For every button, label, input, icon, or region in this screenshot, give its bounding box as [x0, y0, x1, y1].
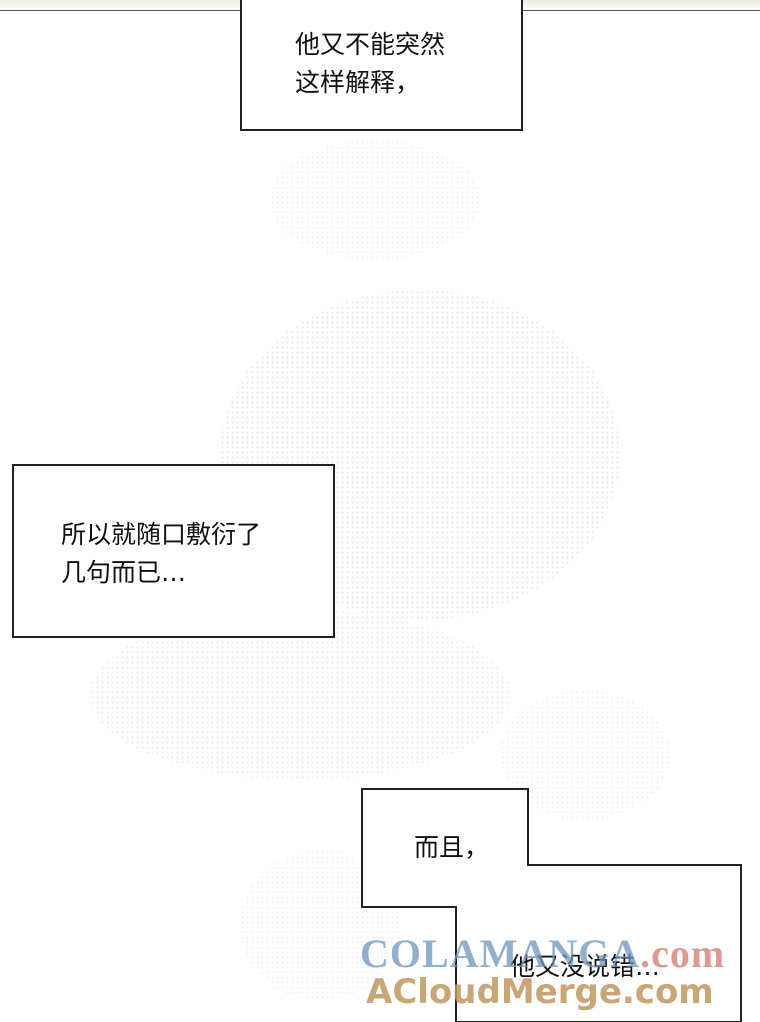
narration-text: 几句而已… [61, 558, 187, 587]
watermark-colamanga: COLAMANGA.com [360, 930, 760, 977]
screentone-texture [270, 140, 480, 260]
previous-panel-edge-right [522, 0, 760, 11]
narration-box-3 [361, 788, 742, 1022]
narration-box-2: 所以就随口敷衍了 几句而已… [12, 464, 335, 638]
watermark-text: COLAMANGA [360, 931, 641, 976]
screentone-texture [90, 610, 510, 780]
narration-text: 他又没说错… [510, 952, 661, 981]
watermark-text: .com [640, 931, 726, 976]
previous-panel-edge-left [0, 0, 240, 11]
watermark-acloudmerge: ACloudMerge.com [366, 972, 714, 1012]
narration-text: 这样解释， [295, 68, 421, 97]
narration-box-1: 他又不能突然 这样解释， [240, 0, 523, 131]
narration-text: 所以就随口敷衍了 [61, 520, 262, 549]
narration-text: 他又不能突然 [295, 30, 446, 59]
narration-text: 而且， [414, 833, 490, 862]
